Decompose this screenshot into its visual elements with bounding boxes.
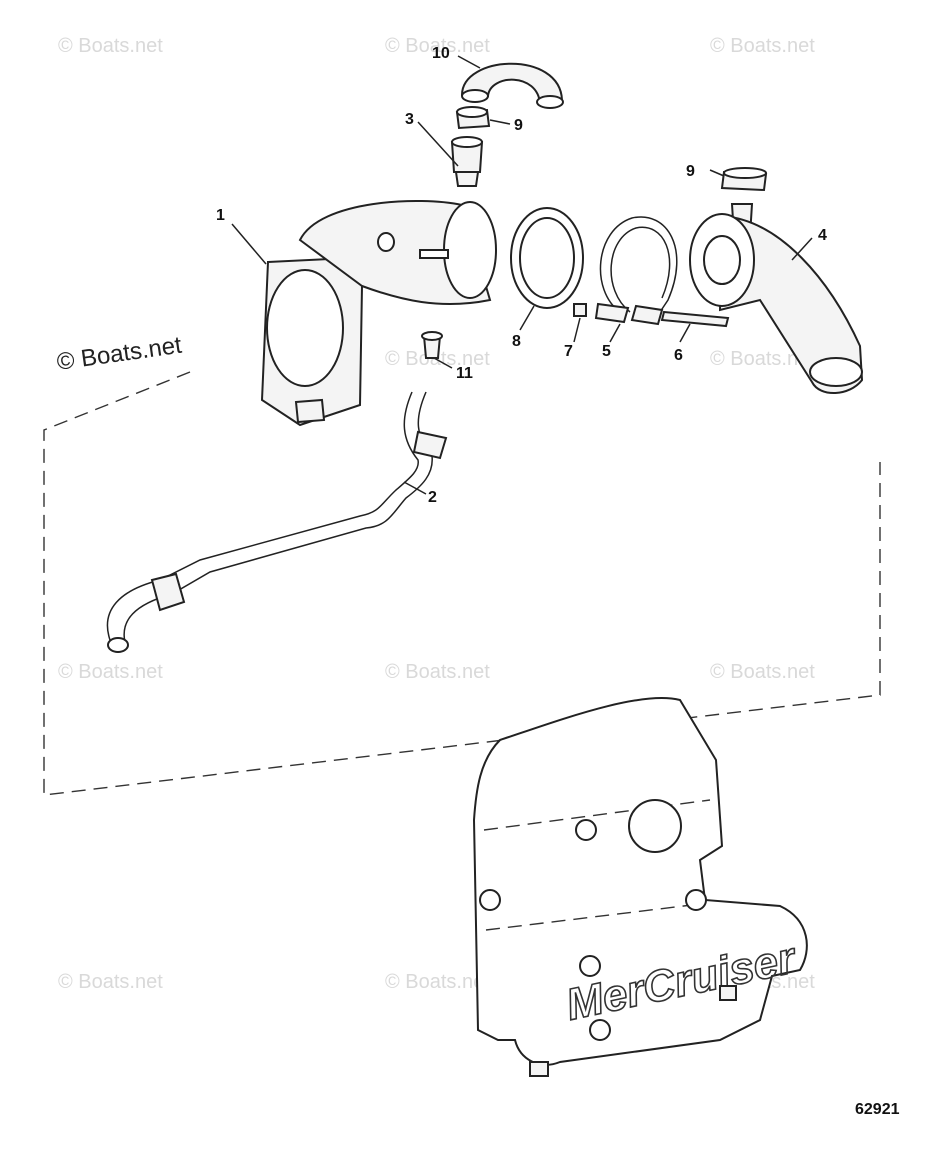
part-2-hose <box>106 391 448 653</box>
callout-11: 11 <box>456 365 473 382</box>
exhaust-manifold: MerCruiser <box>472 697 808 1077</box>
callout-1: 1 <box>216 207 225 224</box>
part-9-clamp-top <box>455 106 491 130</box>
watermark-11: © Boats.net <box>385 971 490 993</box>
callout-3: 3 <box>405 111 414 128</box>
watermark-3: © Boats.net <box>710 35 815 57</box>
part-4-tailpipe <box>689 203 864 395</box>
part-7-nut <box>573 303 587 317</box>
callout-6: 6 <box>674 347 683 364</box>
leader-lines <box>231 55 813 495</box>
watermark-7: © Boats.net <box>58 661 163 683</box>
callout-7: 7 <box>564 343 573 360</box>
part-8-gasket <box>510 207 584 309</box>
watermark-9: © Boats.net <box>710 661 815 683</box>
callout-2: 2 <box>428 489 437 506</box>
watermark-4: © Boats.net <box>55 332 184 376</box>
part-11-plug <box>421 331 443 359</box>
part-10-u-hose <box>460 62 564 109</box>
callout-10: 10 <box>432 45 450 62</box>
watermark-10: © Boats.net <box>58 971 163 993</box>
callout-4: 4 <box>818 227 827 244</box>
dashed-group-outline <box>43 371 881 796</box>
part-5-band-clamp <box>594 216 678 326</box>
callouts: 10 9 3 1 9 4 8 7 5 6 11 2 <box>216 45 827 506</box>
part-1-exhaust-elbow <box>260 200 497 427</box>
callout-5: 5 <box>602 343 611 360</box>
part-6-bolt <box>660 310 730 328</box>
watermark-6: © Boats.net <box>710 348 815 370</box>
part-3-fitting <box>450 136 484 187</box>
watermark-2: © Boats.net <box>385 35 490 57</box>
watermark-8: © Boats.net <box>385 661 490 683</box>
watermark-1: © Boats.net <box>58 35 163 57</box>
reference-number: 62921 <box>855 1101 900 1118</box>
part-9-clamp-right <box>720 167 768 192</box>
callout-8: 8 <box>512 333 521 350</box>
callout-9-right: 9 <box>686 163 695 180</box>
callout-9-top: 9 <box>514 117 523 134</box>
